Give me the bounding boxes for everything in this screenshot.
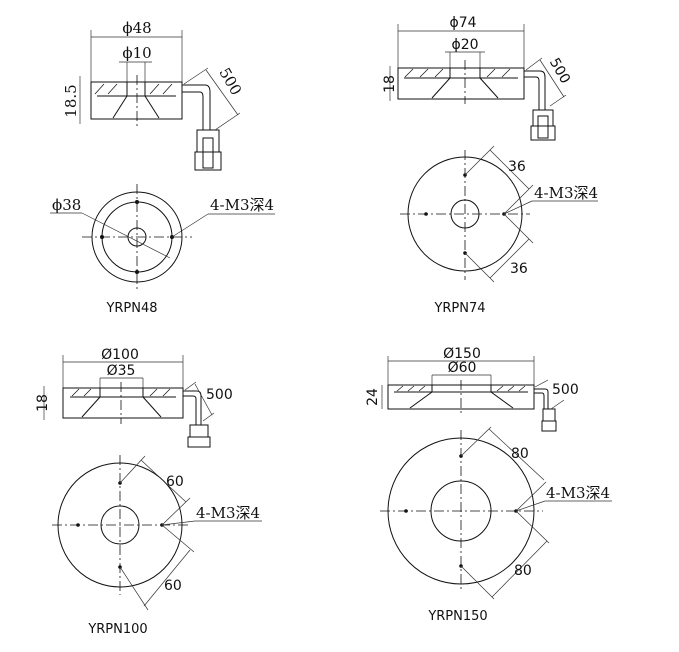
cable-length-label: 500 (215, 65, 245, 99)
model-name: YRPN100 (87, 622, 147, 637)
thread-label: 4-M3深4 (196, 504, 260, 522)
mount-diameter-label: ϕ38 (52, 196, 81, 214)
model-name: YRPN74 (433, 301, 485, 316)
hole-spacing-bottom-label: 60 (164, 578, 182, 594)
cable-length-label: 500 (552, 382, 579, 398)
height-label: 24 (365, 388, 381, 406)
outer-diameter-label: Ø100 (101, 347, 139, 363)
thread-label: 4-M3深4 (534, 184, 598, 202)
inner-diameter-label: Ø60 (448, 360, 477, 376)
top-view: 60 60 4-M3深4 (52, 455, 262, 611)
height-label: 18.5 (62, 84, 80, 117)
drawing-yrpn100: Ø100 Ø35 18 500 60 (35, 347, 262, 637)
height-label: 18 (35, 394, 51, 412)
drawing-yrpn74: ϕ74 ϕ20 18 500 (382, 15, 598, 316)
top-view: 80 80 4-M3深4 (380, 426, 612, 600)
thread-label: 4-M3深4 (546, 484, 610, 502)
model-name: YRPN150 (427, 609, 487, 624)
model-name: YRPN48 (105, 301, 157, 316)
drawing-yrpn150: Ø150 Ø60 24 500 80 (365, 346, 612, 624)
side-view: ϕ74 ϕ20 18 500 (382, 15, 573, 141)
inner-diameter-label: ϕ20 (451, 37, 478, 53)
drawing-yrpn48: ϕ48 ϕ10 18.5 500 (50, 19, 275, 316)
height-label: 18 (382, 75, 398, 93)
side-view: Ø150 Ø60 24 500 (365, 346, 579, 432)
side-view: ϕ48 ϕ10 18.5 500 (62, 19, 245, 171)
thread-label: 4-M3深4 (210, 196, 274, 214)
cable-length-label: 500 (546, 55, 573, 86)
outer-diameter-label: Ø150 (443, 346, 481, 362)
outer-diameter-label: ϕ48 (122, 19, 151, 37)
top-view: ϕ38 4-M3深4 (50, 184, 275, 290)
hole-spacing-top-label: 36 (508, 159, 526, 175)
hole-spacing-top-label: 60 (166, 474, 184, 490)
hole-spacing-bottom-label: 80 (514, 563, 532, 579)
hole-spacing-bottom-label: 36 (510, 261, 528, 277)
hole-spacing-top-label: 80 (511, 446, 529, 462)
inner-diameter-label: ϕ10 (122, 44, 151, 62)
side-view: Ø100 Ø35 18 500 (35, 347, 233, 448)
top-view: 36 36 4-M3深4 (400, 145, 598, 283)
outer-diameter-label: ϕ74 (449, 15, 476, 31)
cable-length-label: 500 (206, 387, 233, 403)
inner-diameter-label: Ø35 (107, 363, 136, 379)
